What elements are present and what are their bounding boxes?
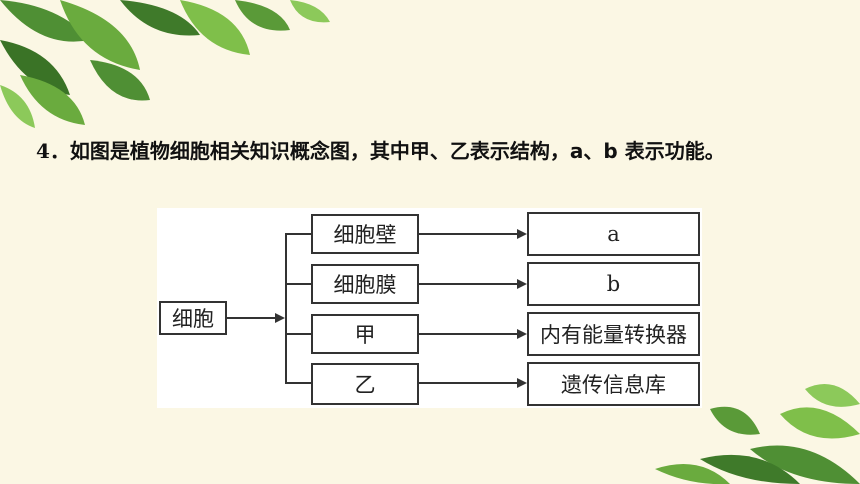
connector-line [419, 382, 519, 384]
question-number: 4． [36, 139, 70, 163]
function-box-a: a [527, 212, 700, 256]
connector-line [285, 283, 311, 285]
connector-line [285, 233, 287, 383]
concept-map: 细胞 细胞壁 细胞膜 甲 乙 a b 内有能量转换器 遗传信息库 [157, 208, 702, 408]
function-box-genetic-library: 遗传信息库 [527, 362, 700, 406]
arrow-head [275, 313, 285, 323]
arrow-head [517, 378, 527, 388]
arrow-head [517, 329, 527, 339]
connector-line [419, 233, 519, 235]
question-text: 4．如图是植物细胞相关知识概念图，其中甲、乙表示结构，a、b 表示功能。 [36, 132, 836, 170]
leaves-decoration-bottom [655, 384, 860, 484]
function-box-energy-converter: 内有能量转换器 [527, 312, 700, 356]
arrow-head [517, 279, 527, 289]
leaf-icon [0, 0, 330, 128]
connector-line [419, 333, 519, 335]
structure-box-yi: 乙 [311, 363, 419, 405]
connector-line [227, 317, 277, 319]
function-box-b: b [527, 262, 700, 306]
leaf-icon [655, 384, 860, 484]
structure-box-cell-membrane: 细胞膜 [311, 264, 419, 304]
connector-line [285, 333, 311, 335]
connector-line [285, 233, 311, 235]
question-body: 如图是植物细胞相关知识概念图，其中甲、乙表示结构，a、b 表示功能。 [69, 139, 725, 163]
leaves-decoration-top [0, 0, 330, 128]
connector-line [419, 283, 519, 285]
connector-line [285, 382, 311, 384]
structure-box-jia: 甲 [311, 314, 419, 354]
structure-box-cell-wall: 细胞壁 [311, 214, 419, 254]
root-box-cell: 细胞 [159, 301, 227, 335]
arrow-head [517, 229, 527, 239]
